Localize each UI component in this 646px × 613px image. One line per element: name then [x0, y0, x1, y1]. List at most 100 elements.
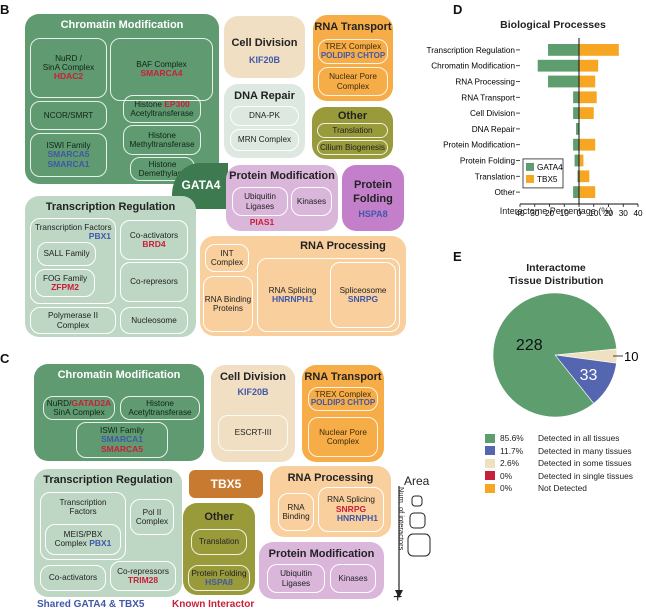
coact-label-c: Co-activators	[48, 573, 98, 583]
sall-label: SALL Family	[43, 249, 90, 259]
chart-e-legend-percent: 0%	[500, 470, 513, 481]
corep-label-c: Co-repressors	[117, 566, 169, 576]
gene-smarca4: SMARCA4	[140, 68, 183, 79]
gene-smarca1-c: SMARCA1	[100, 434, 144, 445]
gene-trim28: TRIM28	[127, 574, 159, 585]
tbx5-node: TBX5	[189, 470, 263, 498]
co-activators-b: Co-activators BRD4	[120, 220, 188, 260]
gene-hdac2: HDAC2	[53, 71, 84, 82]
transcription-title-c: Transcription Regulation	[43, 474, 173, 486]
panel-e-letter: E	[453, 249, 462, 264]
chart-d-bar-tbx5	[579, 59, 599, 72]
binding-label-c: RNA	[287, 502, 305, 512]
rbp-label: RNA Binding	[204, 294, 252, 304]
gene-hspa8-b: HSPA8	[358, 209, 388, 219]
nucleosome-label: Nucleosome	[131, 315, 177, 325]
rna-splicing-c: RNA Splicing SNRPG HNRNPH1	[318, 487, 384, 532]
chart-e-slice-label: 33	[580, 367, 598, 384]
gene-pbx1-c: PBX1	[89, 538, 112, 549]
dna-repair-title: DNA Repair	[234, 90, 295, 102]
chart-d-legend-swatch	[526, 174, 534, 183]
spliceosome-label: Spliceosome	[339, 285, 387, 295]
chart-d-x-tick-label: 30	[530, 209, 540, 218]
nurd-label: NuRD /	[55, 54, 82, 64]
ubiquitin-ligases-b: Ubiquitin Ligases	[232, 187, 288, 216]
histone-acetyltransferase-c: Histone Acetyltransferase	[120, 396, 200, 420]
chromatin-modification-group-c: Chromatin Modification NuRD/GATAD2A SinA…	[34, 364, 204, 461]
rna-splicing-label-area: RNA Splicing HNRNPH1	[260, 262, 325, 328]
histone-label-c-2: Acetyltransferase	[128, 408, 192, 417]
legend-shared: Shared GATA4 & TBX5	[37, 599, 145, 610]
npc-label-c-2: Complex	[326, 437, 360, 446]
int-label: INT	[220, 248, 234, 258]
panel-c-letter: C	[0, 351, 10, 366]
rna-processing-title-c: RNA Processing	[287, 472, 374, 484]
trex-complex-c: TREX Complex POLDIP3 CHTOP	[308, 387, 378, 411]
panel-b-letter: B	[0, 2, 10, 17]
chart-d-bar-tbx5	[579, 107, 594, 119]
iswi-label-c: ISWI Family	[99, 425, 145, 435]
nurd-complex-c: NuRD/GATAD2A SinA Complex	[43, 396, 115, 420]
chart-d-bar-gata4	[548, 75, 579, 88]
rna-transport-group-c: RNA Transport TREX Complex POLDIP3 CHTOP…	[302, 365, 384, 462]
other-title-b: Other	[337, 110, 368, 122]
histone-demethyl-label: Histone	[148, 159, 177, 169]
gene-brd4: BRD4	[142, 238, 166, 249]
chart-e-slice-label: 10	[624, 349, 638, 364]
iswi-family: ISWI Family SMARCA5 SMARCA1	[30, 133, 107, 177]
chart-d-bar-gata4	[576, 123, 579, 135]
chart-d-category: RNA Transport	[461, 93, 515, 102]
baf-label: BAF Complex	[136, 60, 187, 70]
chart-d-bar-gata4	[548, 44, 579, 56]
ubiquitin-label-c: Ubiquitin	[280, 569, 312, 579]
pol-label-c: Pol II	[142, 507, 162, 517]
chart-e-legend: 85.6%Detected in all tissues 11.7% Detecte…	[485, 433, 645, 503]
gene-poldip3-chtop: POLDIP3 CHTOP	[320, 50, 386, 60]
coact-label-b: Co-activators	[129, 230, 179, 240]
dna-pk: DNA-PK	[230, 106, 299, 126]
nuclear-pore-complex-c: Nuclear Pore Complex	[308, 417, 378, 457]
area-label: Area	[404, 474, 430, 488]
protein-folding-title-2: Folding	[353, 193, 393, 205]
trex-label-c: TREX Complex	[314, 389, 372, 399]
histone-methyltransferase: Histone Methyltransferase	[123, 125, 201, 155]
chart-d-xlabel: Interactome Percentage (%)	[499, 206, 613, 216]
ncor-label: NCOR/SMRT	[43, 110, 94, 120]
chart-e-legend-label: Detected in single tissues	[538, 470, 633, 481]
cell-division-group-c: Cell Division KIF20B ESCRT-III	[211, 365, 295, 462]
protein-folding-c: Protein Folding HSPA8	[188, 565, 250, 591]
gene-kif20b-c: KIF20B	[237, 387, 269, 397]
iswi-family-c: ISWI Family SMARCA1 SMARCA5	[76, 422, 168, 458]
co-activators-c: Co-activators	[40, 565, 106, 591]
nurd-label-c-2: SinA Complex	[53, 408, 105, 418]
chart-d-category: Cell Division	[470, 109, 515, 118]
chart-d-category: Chromatin Modification	[431, 62, 515, 71]
kinases-b: Kinases	[291, 187, 332, 216]
rna-processing-group-b: RNA Processing INT Complex RNA Binding P…	[200, 236, 406, 336]
chart-d-x-tick-label: 40	[633, 209, 643, 218]
other-group-c: Other Translation Protein Folding HSPA8	[183, 503, 255, 595]
chart-d-bar-gata4	[577, 170, 579, 183]
num-interactors-label: Num. of interactors	[397, 487, 406, 551]
meis-pbx-complex: MEIS/PBX Complex PBX1	[45, 524, 121, 555]
chart-d-x-tick-label: 10	[560, 209, 570, 218]
size-legend-arrowhead	[395, 590, 403, 598]
chart-e-legend-swatch	[485, 433, 495, 443]
baf-complex: BAF Complex SMARCA4	[110, 38, 213, 101]
chart-d-bar-gata4	[573, 107, 579, 119]
chart-d-category: Other	[495, 188, 516, 197]
protein-folding-label-c: Protein Folding	[191, 568, 247, 578]
transcription-regulation-group-b: Transcription Regulation Transcription F…	[25, 196, 196, 337]
rna-binding-proteins-b: RNA Binding Proteins	[203, 276, 253, 332]
binding-label-c-2: Binding	[282, 512, 310, 521]
chart-e-legend-item: 85.6%Detected in all tissues	[485, 433, 619, 443]
transcription-regulation-group-c: Transcription Regulation Transcription F…	[34, 469, 182, 597]
chart-e-slice-label: 228	[516, 337, 543, 354]
gene-pias1: PIAS1	[249, 217, 275, 227]
chart-e-legend-item: 0%Not Detected	[485, 483, 587, 493]
chart-d-bar-tbx5	[579, 154, 584, 167]
cell-division-group: Cell Division KIF20B	[224, 16, 305, 78]
chart-e-legend-percent: 11.7%	[500, 445, 524, 456]
rna-processing-group-c: RNA Processing RNA Binding RNA Splicing …	[270, 466, 391, 537]
chart-d-category: Transcription Regulation	[427, 46, 516, 55]
